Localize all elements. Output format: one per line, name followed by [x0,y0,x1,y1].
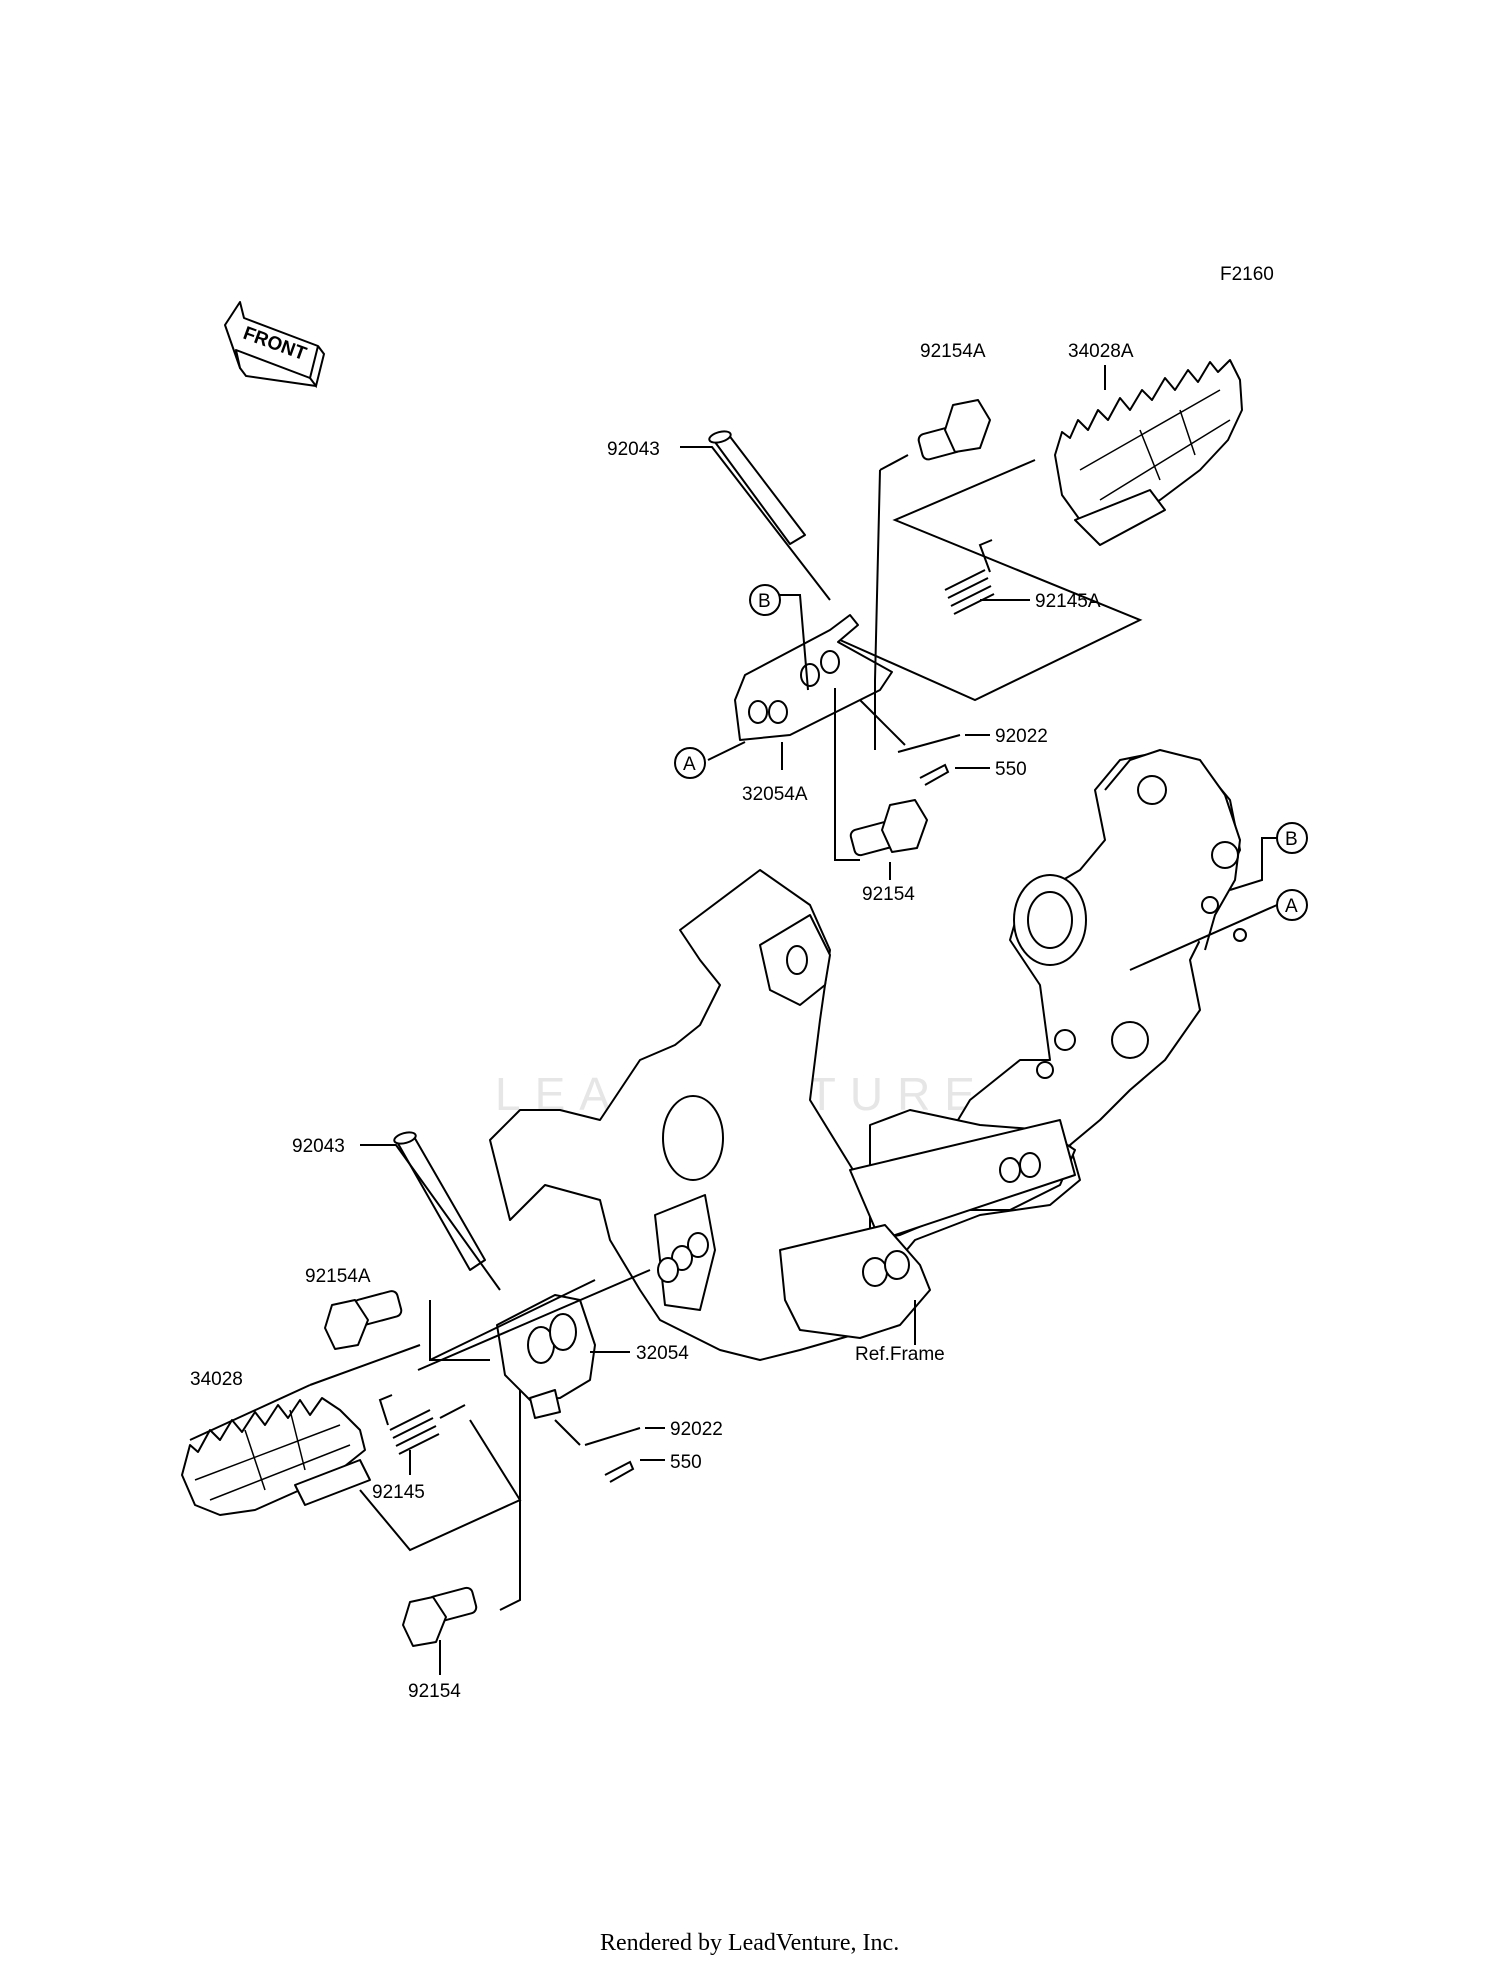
label-upper-bracket: 32054A [742,784,808,805]
callout-b-right-text: B [1285,829,1298,850]
lower-footpeg [181,1397,371,1516]
label-upper-washer: 92022 [995,726,1048,747]
upper-bracket [734,614,893,741]
diagram-code: F2160 [1220,264,1274,285]
label-ref-frame: Ref.Frame [855,1344,945,1365]
frame [489,749,1247,1361]
label-lower-pin: 92043 [292,1136,345,1157]
label-upper-pin: 92043 [607,439,660,460]
lower-bolt [402,1586,478,1647]
label-lower-spring: 92145 [372,1482,425,1503]
lower-spring [378,1394,466,1455]
label-lower-cotter: 550 [670,1452,702,1473]
label-upper-cotter: 550 [995,759,1027,780]
upper-cotter [919,763,950,786]
label-upper-footpeg: 34028A [1068,341,1134,362]
upper-pin [708,430,806,545]
label-upper-spring: 92145A [1035,591,1101,612]
label-lower-bolt: 92154 [408,1681,461,1702]
label-lower-washer: 92022 [670,1419,723,1440]
lower-washer [584,1427,641,1446]
callout-b-upper-text: B [758,591,771,612]
lower-bracket [496,1294,596,1419]
callout-b-right: B [1229,822,1308,891]
callout-a-upper-text: A [683,754,696,775]
upper-assembly [680,359,1243,880]
label-lower-bolt-a: 92154A [305,1266,371,1287]
label-upper-bolt-a: 92154A [920,341,986,362]
lower-pin [393,1131,486,1271]
upper-footpeg [1054,359,1243,546]
front-arrow-icon: FRONT [224,301,326,389]
upper-spring [944,539,995,615]
label-upper-bolt: 92154 [862,884,915,905]
lower-assembly [181,1131,916,1675]
lower-cotter [604,1460,635,1483]
label-lower-footpeg: 34028 [190,1369,243,1390]
upper-washer [897,734,961,753]
footer-credit: Rendered by LeadVenture, Inc. [600,1930,899,1956]
callout-a-right-text: A [1285,896,1298,917]
callout-a-upper: A [674,747,706,779]
label-lower-bracket: 32054 [636,1343,689,1364]
upper-bolt [849,799,928,857]
upper-bolt-a [917,399,991,461]
callout-a-right: A [1129,889,1308,971]
lower-bolt-a [324,1290,403,1350]
callout-b-upper: B [749,584,781,616]
